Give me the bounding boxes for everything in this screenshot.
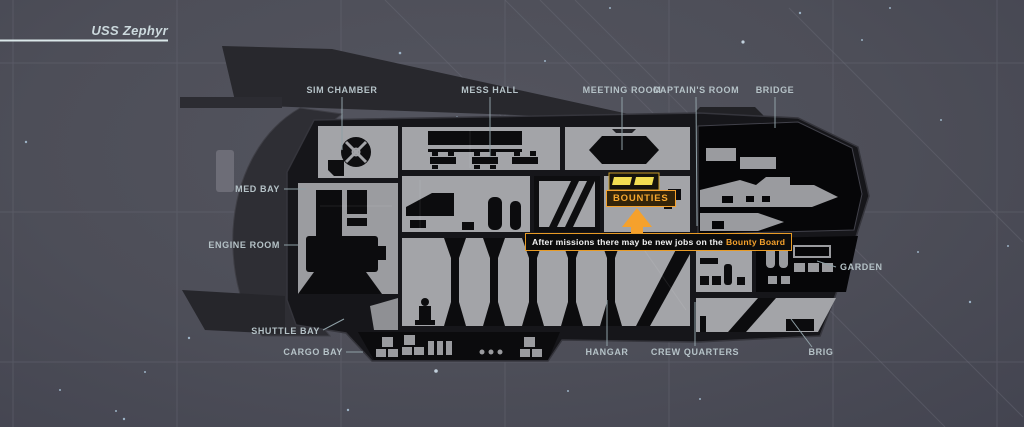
garden-leader (816, 260, 837, 268)
label-garden: GARDEN (840, 262, 883, 272)
label-shuttle-bay: SHUTTLE BAY (251, 326, 320, 336)
bounty-arrow (622, 208, 652, 237)
nacelle-side-patch (216, 150, 234, 192)
label-sim-chamber: SIM CHAMBER (306, 85, 377, 95)
room-sim-chamber[interactable] (318, 126, 398, 178)
room-hangar[interactable] (402, 238, 690, 326)
room-engine[interactable] (298, 183, 398, 294)
label-bridge: BRIDGE (756, 85, 795, 95)
room-lounge[interactable] (402, 176, 530, 232)
ship-title: USS Zephyr (91, 23, 168, 38)
label-cargo-bay: CARGO BAY (283, 347, 343, 357)
label-brig: BRIG (809, 347, 834, 357)
ship-map (180, 46, 870, 362)
room-window-panel[interactable] (534, 176, 600, 232)
label-captains-room: CAPTAIN'S ROOM (653, 85, 739, 95)
bounties-badge[interactable]: BOUNTIES (606, 190, 676, 207)
room-bridge[interactable] (697, 121, 863, 235)
cargo-crates (376, 335, 542, 357)
label-hangar: HANGAR (585, 347, 628, 357)
label-engine-room: ENGINE ROOM (208, 240, 280, 250)
label-crew-quarters: CREW QUARTERS (651, 347, 739, 357)
hangar-bollard (415, 298, 435, 325)
star-field (24, 7, 1009, 421)
bounty-tooltip-text: After missions there may be new jobs on … (532, 237, 724, 247)
mess-tables (428, 131, 538, 169)
captains-room-leader (695, 96, 698, 227)
bounty-tooltip-highlight: Bounty Board (726, 237, 786, 247)
room-labels: SIM CHAMBER MESS HALL MEETING ROOM CAPTA… (208, 85, 882, 357)
room-meeting[interactable] (565, 127, 690, 170)
engine-machine (298, 190, 386, 294)
label-med-bay: MED BAY (235, 184, 280, 194)
room-crew-quarters[interactable] (696, 298, 836, 332)
room-shuttle-bay[interactable] (370, 298, 398, 330)
brig-leader (790, 318, 813, 348)
meeting-table (589, 136, 659, 164)
brig-bunk (786, 319, 814, 331)
label-meeting-room: MEETING ROOM (583, 85, 662, 95)
tail-fin-step (180, 97, 282, 108)
label-mess-hall: MESS HALL (461, 85, 518, 95)
leader-lines (284, 96, 837, 353)
hangar-pillars (444, 238, 690, 326)
shuttle-bay-leader (322, 318, 345, 331)
blueprint-lines (320, 130, 687, 311)
bounty-tooltip: After missions there may be new jobs on … (525, 233, 793, 251)
bridge-consoles (700, 148, 838, 231)
room-mess-hall[interactable] (402, 127, 560, 170)
tail-fin-silhouette (222, 46, 656, 120)
lower-fin-silhouette (182, 290, 285, 334)
room-cargo-bay[interactable] (358, 332, 560, 360)
